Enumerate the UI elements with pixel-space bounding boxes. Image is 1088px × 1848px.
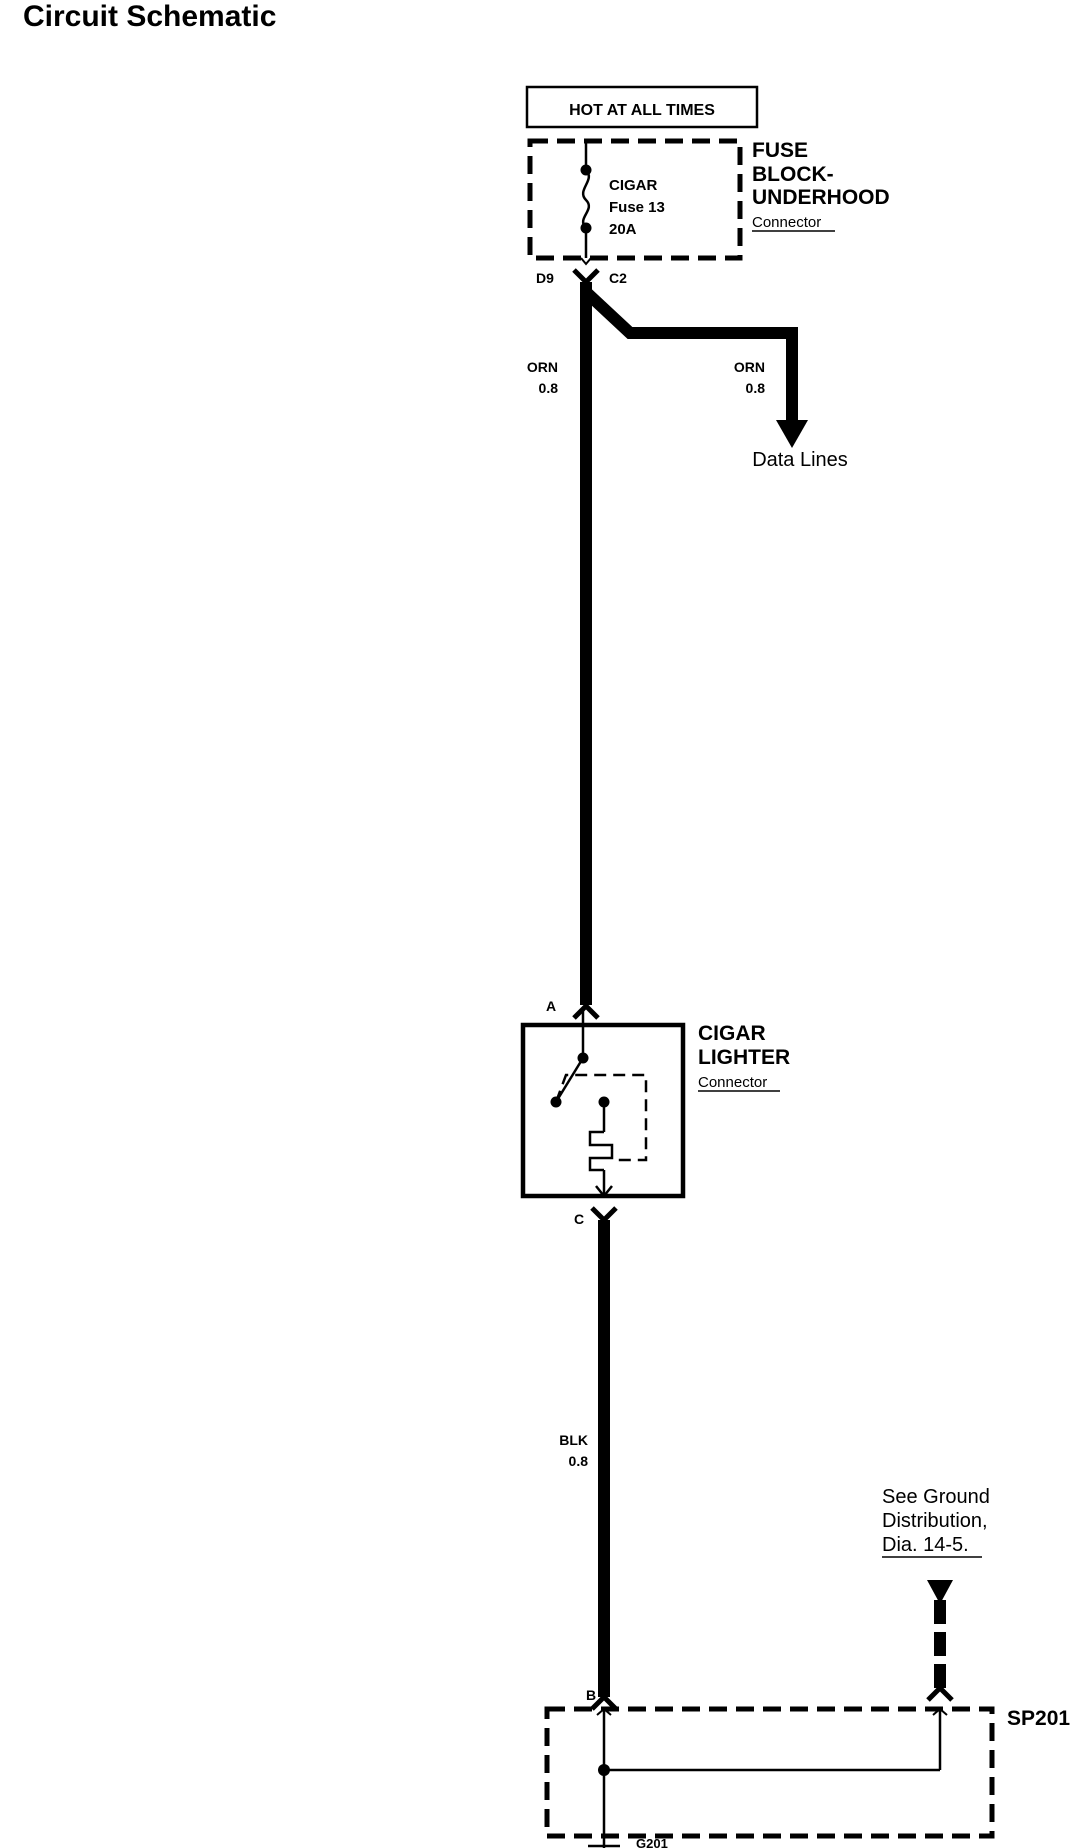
arrow-down-icon	[776, 420, 808, 448]
ground-ref-text: Dia. 14-5.	[882, 1534, 969, 1556]
fuse-rating: 20A	[609, 221, 637, 238]
fuse-icon	[581, 169, 591, 229]
connector-chevron-icon	[572, 268, 600, 286]
fuse-block-name: FUSE	[752, 139, 808, 162]
fuse-block-underhood: CIGAR Fuse 13 20A	[527, 138, 743, 261]
data-lines-label: Data Lines	[752, 449, 848, 471]
power-source-label: HOT AT ALL TIMES	[525, 85, 759, 129]
pin-b-label: B	[586, 1687, 596, 1703]
lighter-name: LIGHTER	[698, 1046, 790, 1069]
ground-g201-label: G201	[636, 1836, 668, 1848]
page-title: Circuit Schematic	[23, 0, 277, 33]
wire-size-label: 0.8	[539, 380, 559, 396]
orn-branch-wire	[581, 287, 798, 420]
fuse-block-name: UNDERHOOD	[752, 186, 890, 209]
splice-name: SP201	[1007, 1707, 1070, 1730]
pin-d9-label: D9	[536, 270, 554, 286]
ground-ref-text: Distribution,	[882, 1510, 988, 1532]
connector-chevron-icon	[926, 1684, 954, 1702]
wire-size-label: 0.8	[746, 380, 766, 396]
arrow-down-icon	[927, 1580, 953, 1604]
connector-chevron-icon	[590, 1206, 618, 1224]
fuse-block-name: BLOCK-	[752, 163, 834, 186]
splice-dot	[598, 1764, 610, 1776]
switch-icon	[554, 1057, 585, 1103]
pin-c2-label: C2	[609, 270, 627, 286]
fuse-number: Fuse 13	[609, 199, 665, 216]
wire-color-label: ORN	[734, 359, 765, 375]
fuse-name: CIGAR	[609, 177, 658, 194]
connector-chevron-icon	[590, 1693, 618, 1711]
fuse-block-connector-label: Connector	[752, 214, 821, 231]
lighter-connector-label: Connector	[698, 1074, 767, 1091]
lighter-name: CIGAR	[698, 1022, 766, 1045]
ground-ref-text: See Ground	[882, 1486, 990, 1508]
splice-sp201: B SP201	[544, 1687, 1070, 1848]
connector-chevron-icon	[572, 1002, 600, 1020]
wire-color-label: ORN	[527, 359, 558, 375]
pin-c-label: C	[574, 1211, 584, 1227]
heating-element-icon	[588, 1130, 614, 1172]
pin-a-label: A	[546, 998, 556, 1014]
cigar-lighter	[520, 1010, 686, 1199]
wire-size-label: 0.8	[569, 1453, 589, 1469]
wire-color-label: BLK	[559, 1432, 588, 1448]
power-source-text: HOT AT ALL TIMES	[569, 102, 715, 119]
